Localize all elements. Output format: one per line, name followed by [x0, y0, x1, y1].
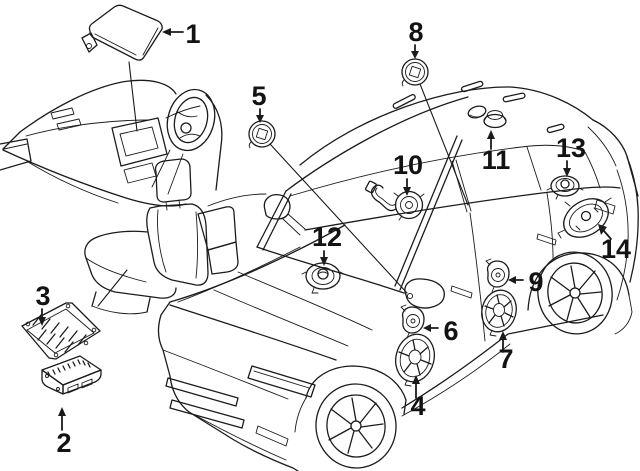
seat-sketch [84, 158, 267, 315]
steering-wheel [166, 88, 216, 152]
dash-vent-slot [56, 118, 82, 131]
fog-lamp-slot [255, 425, 289, 447]
callout-3-label[interactable]: 3 [35, 281, 50, 311]
callout-8-label[interactable]: 8 [408, 17, 423, 47]
grille-slat [169, 399, 245, 429]
leader-line-1 [128, 61, 138, 132]
callout-13-label[interactable]: 13 [556, 133, 586, 163]
arrow-10 [403, 178, 411, 196]
arrow-13 [563, 160, 571, 177]
part-amplifier-plate [21, 302, 101, 360]
arrow-1 [162, 28, 184, 36]
door-mirror-near [263, 194, 306, 236]
leader-line-8 [419, 83, 469, 206]
callout-7-label[interactable]: 7 [498, 344, 513, 374]
part-tweeter-8 [401, 58, 429, 87]
a-pillar-near [256, 190, 292, 251]
part-rear-door-woofer-7 [481, 289, 517, 337]
roof-rail-slots [392, 80, 565, 134]
callout-9-label[interactable]: 9 [528, 267, 543, 297]
callout-arrows [38, 28, 612, 431]
part-roof-speaker-11 [467, 105, 507, 129]
arrow-3 [38, 308, 46, 326]
part-rear-quarter-speaker-14 [557, 197, 612, 239]
callout-labels: 1 2 3 4 5 6 7 8 9 10 11 12 13 14 [35, 17, 631, 458]
leader-line-seat-amplifier [97, 269, 128, 307]
c-pillar [526, 146, 542, 191]
callout-10-label[interactable]: 10 [393, 150, 423, 180]
rear-door-seam [546, 192, 554, 259]
arrow-8 [411, 44, 419, 59]
callout-6-label[interactable]: 6 [443, 316, 458, 346]
dash-vent-slot [50, 107, 75, 120]
grille-slat [165, 377, 239, 407]
callout-1-label[interactable]: 1 [185, 19, 200, 49]
part-rear-door-speaker-9 [485, 258, 510, 293]
arrow-12 [320, 250, 328, 266]
part-front-door-speaker-6 [400, 304, 425, 339]
rear-wheel [527, 251, 633, 335]
arrow-5 [256, 108, 264, 123]
hatch-lines [32, 314, 87, 353]
part-front-door-woofer-4 [395, 333, 435, 387]
callout-2-label[interactable]: 2 [56, 428, 71, 458]
arrow-14 [598, 224, 612, 240]
callout-14-label[interactable]: 14 [601, 234, 631, 264]
door-handle [536, 233, 557, 246]
headlight [247, 365, 316, 398]
part-rear-shelf-speaker-13 [546, 175, 584, 200]
callout-5-label[interactable]: 5 [251, 81, 266, 111]
arrow-11 [487, 130, 495, 150]
part-center-dash-speaker-12 [301, 262, 345, 294]
door-mirror-far [404, 278, 445, 309]
callout-12-label[interactable]: 12 [312, 222, 342, 252]
door-handle [450, 285, 473, 299]
leader-line-5 [269, 143, 408, 294]
dashboard-sketch [0, 79, 223, 207]
arrow-9 [508, 276, 524, 284]
part-display-unit [81, 4, 163, 61]
front-wheel [294, 365, 407, 469]
connector-pins [47, 359, 91, 377]
callout-11-label[interactable]: 11 [482, 145, 511, 175]
callout-4-label[interactable]: 4 [410, 391, 425, 421]
rear-lamp [594, 199, 616, 215]
arrow-2 [58, 407, 66, 431]
front-door-seam [469, 212, 486, 342]
arrow-7 [499, 331, 507, 353]
arrow-4 [412, 375, 420, 399]
car-body-outline [157, 80, 639, 471]
part-amplifier-module [41, 355, 102, 395]
arrow-6 [423, 324, 439, 332]
part-tweeter-5 [248, 120, 276, 149]
